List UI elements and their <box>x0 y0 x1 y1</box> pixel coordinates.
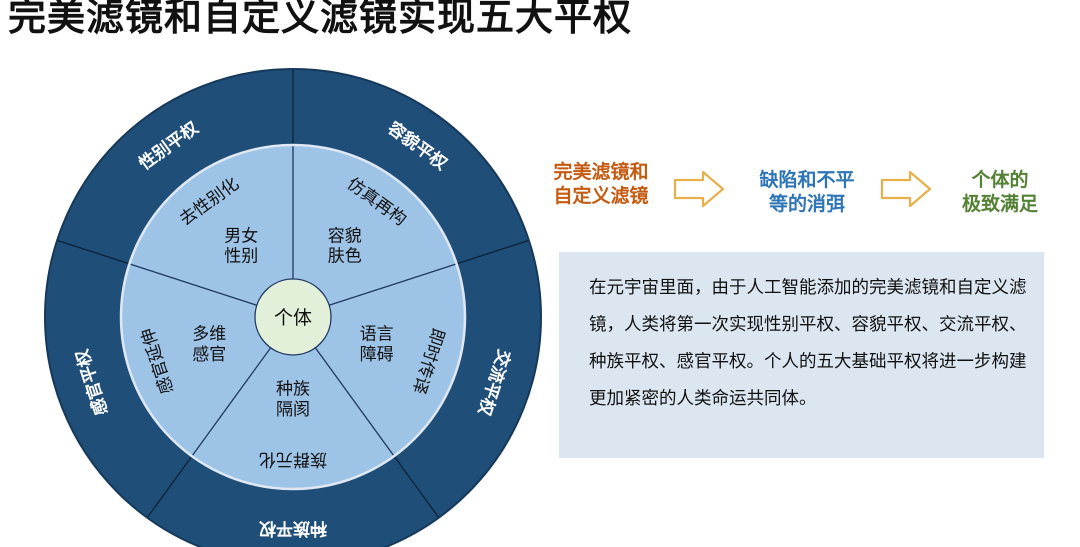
inner-label: 语言障碍 <box>360 325 394 365</box>
inner-divider <box>314 347 395 457</box>
page-title: 完美滤镜和自定义滤镜实现五大平权 <box>8 0 633 39</box>
inner-divider <box>328 263 457 306</box>
outer-divider <box>393 455 440 519</box>
flow-arrow-1 <box>673 170 725 208</box>
outer-ring-border <box>44 68 542 547</box>
outer-label: 种族平权 <box>258 518 328 539</box>
inner-label: 男女性别 <box>224 226 258 266</box>
flow-step-satisfaction: 个体的 极致满足 <box>961 169 1038 215</box>
outer-divider <box>56 239 130 265</box>
description-text: 在元宇宙里面，由于人工智能添加的完美滤镜和自定义滤镜，人类将第一次实现性别平权、… <box>589 278 1027 409</box>
middle-ring-border <box>119 143 467 491</box>
flow-step-elimination: 缺陷和不平 等的消弭 <box>759 169 855 215</box>
inner-divider <box>129 263 258 306</box>
flow-arrow-2 <box>880 170 932 208</box>
description-box: 在元宇宙里面，由于人工智能添加的完美滤镜和自定义滤镜，人类将第一次实现性别平权、… <box>559 252 1044 458</box>
inner-divider <box>191 347 272 457</box>
flow-step-filters: 完美滤镜和 自定义滤镜 <box>553 161 649 207</box>
center-label: 个体 <box>274 307 312 329</box>
equality-wheel-diagram: 个体性别平权容貌平权交流平权种族平权感官平权去性别化仿真再构即时传译族群元化感官… <box>44 68 542 547</box>
inner-label: 容貌肤色 <box>328 226 362 266</box>
middle-label: 族群元化 <box>259 449 327 469</box>
outer-divider <box>456 239 530 265</box>
outer-divider <box>146 455 193 519</box>
inner-label: 多维感官 <box>192 325 226 365</box>
inner-label: 种族隔阂 <box>276 379 310 419</box>
center-circle <box>254 278 332 356</box>
